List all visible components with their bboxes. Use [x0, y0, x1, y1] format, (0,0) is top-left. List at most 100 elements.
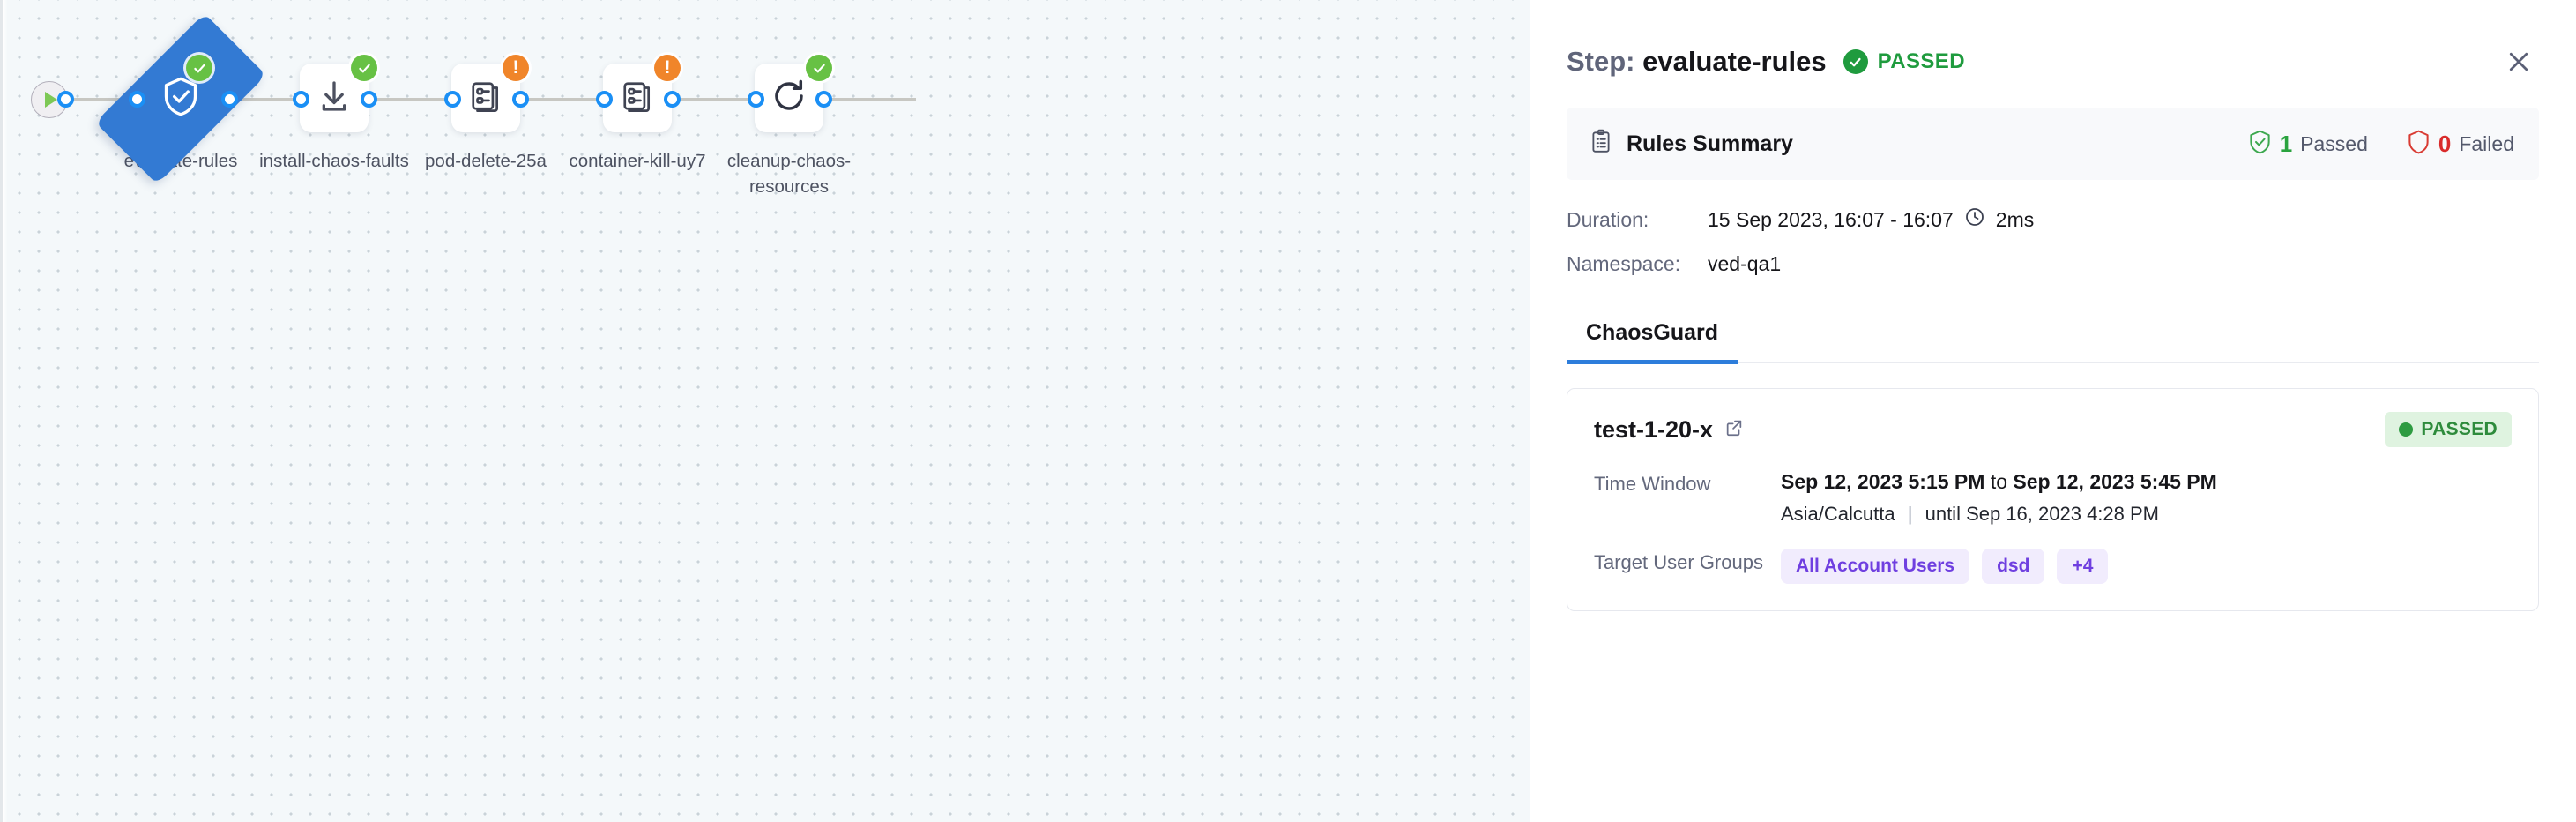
edge-connector — [66, 98, 144, 101]
duration-elapsed: 2ms — [1995, 207, 2035, 231]
time-window-range: Sep 12, 2023 5:15 PM to Sep 12, 2023 5:4… — [1781, 470, 2217, 494]
timezone-value: Asia/Calcutta — [1781, 503, 1895, 525]
panel-header: Step: evaluate-rules PASSED — [1530, 0, 2576, 88]
status-badge-passed — [351, 55, 377, 81]
node-label: container-kill-uy7 — [569, 151, 706, 171]
duration-value-group: 15 Sep 2023, 16:07 - 16:07 2ms — [1708, 206, 2034, 233]
node-container-kill-uy7[interactable]: ! — [603, 55, 681, 132]
rules-summary-title: Rules Summary — [1590, 129, 1793, 160]
port-dot[interactable] — [664, 91, 681, 108]
node-cleanup-chaos-resources[interactable] — [755, 55, 832, 132]
port-dot[interactable] — [221, 91, 238, 108]
passed-count-group: 1 Passed — [2248, 129, 2368, 160]
chaos-fault-icon — [469, 78, 503, 118]
node-install-chaos-faults[interactable] — [300, 55, 377, 132]
result-card-header: test-1-20-x PASSED — [1594, 412, 2512, 447]
rules-summary-bar: Rules Summary 1 Passed — [1567, 108, 2539, 180]
target-groups-row: Target User Groups All Account Users dsd… — [1594, 549, 2512, 584]
failed-label: Failed — [2459, 131, 2514, 155]
separator: | — [1907, 503, 1913, 525]
status-badge-passed — [186, 55, 212, 81]
result-status-badge: PASSED — [2385, 412, 2512, 447]
status-badge: PASSED — [1877, 49, 1965, 73]
port-dot[interactable] — [293, 91, 309, 108]
target-groups-label: Target User Groups — [1594, 551, 1763, 573]
time-window-to: Sep 12, 2023 5:45 PM — [2013, 470, 2217, 493]
tab-chaosguard[interactable]: ChaosGuard — [1567, 311, 1738, 364]
chip-item[interactable]: dsd — [1982, 549, 2045, 584]
refresh-icon — [771, 78, 808, 119]
port-dot[interactable] — [596, 91, 613, 108]
node-label: cleanup-chaos-resources — [726, 151, 852, 197]
edge-connector — [828, 98, 916, 101]
time-window-joiner: to — [1990, 470, 2007, 493]
node-evaluate-rules[interactable] — [95, 13, 266, 184]
namespace-row: Namespace: ved-qa1 — [1567, 252, 2539, 276]
passed-label: Passed — [2300, 131, 2368, 155]
chip-item[interactable]: All Account Users — [1781, 549, 1970, 584]
time-window-meta: Asia/Calcutta | until Sep 16, 2023 4:28 … — [1781, 503, 2217, 526]
clipboard-icon — [1590, 129, 1612, 160]
step-prefix-label: Step: — [1567, 46, 1635, 77]
external-link-icon[interactable] — [1724, 416, 1744, 444]
time-window-label: Time Window — [1594, 473, 1711, 495]
shield-check-icon — [2248, 129, 2272, 160]
exclamation-icon: ! — [512, 56, 519, 78]
passed-count: 1 — [2279, 130, 2293, 157]
chip-overflow[interactable]: +4 — [2057, 549, 2109, 584]
pipeline-graph: evaluate-rules install-chaos-faults — [3, 0, 1530, 822]
namespace-label: Namespace: — [1567, 252, 1681, 275]
play-icon — [45, 92, 57, 108]
chaosguard-result-card: test-1-20-x PASSED Time Window — [1567, 388, 2539, 611]
pipeline-canvas[interactable]: evaluate-rules install-chaos-faults — [0, 0, 1530, 822]
edge-connector — [525, 98, 613, 101]
result-name-group: test-1-20-x — [1594, 416, 1744, 444]
failed-count-group: 0 Failed — [2407, 129, 2514, 160]
step-name: evaluate-rules — [1642, 46, 1827, 77]
edge-connector — [223, 98, 311, 101]
port-dot[interactable] — [512, 91, 529, 108]
port-dot[interactable] — [748, 91, 764, 108]
port-dot[interactable] — [129, 91, 145, 108]
until-value: until Sep 16, 2023 4:28 PM — [1925, 503, 2160, 525]
failed-count: 0 — [2438, 130, 2452, 157]
chaos-fault-icon — [621, 78, 654, 118]
time-window-row: Time Window Sep 12, 2023 5:15 PM to Sep … — [1594, 470, 2512, 526]
rules-counts: 1 Passed 0 Failed — [2248, 129, 2514, 160]
check-circle-icon — [1843, 49, 1868, 74]
status-dot-icon — [2399, 422, 2414, 437]
time-window-values: Sep 12, 2023 5:15 PM to Sep 12, 2023 5:4… — [1781, 470, 2217, 526]
step-meta: Duration: 15 Sep 2023, 16:07 - 16:07 2ms… — [1530, 180, 2576, 295]
port-dot[interactable] — [57, 91, 74, 108]
status-badge-warning: ! — [654, 55, 681, 81]
step-status-group: PASSED — [1843, 49, 1965, 74]
time-window-from: Sep 12, 2023 5:15 PM — [1781, 470, 1985, 493]
close-icon[interactable] — [2498, 41, 2539, 82]
result-status-label: PASSED — [2421, 419, 2498, 439]
node-pod-delete-25a[interactable]: ! — [451, 55, 529, 132]
step-details-panel: Step: evaluate-rules PASSED — [1530, 0, 2576, 822]
download-icon — [316, 78, 352, 119]
shield-icon — [2407, 129, 2431, 160]
port-dot[interactable] — [444, 91, 461, 108]
status-badge-passed — [806, 55, 832, 81]
port-dot[interactable] — [815, 91, 832, 108]
namespace-value: ved-qa1 — [1708, 252, 1782, 275]
edge-connector — [373, 98, 461, 101]
node-label: pod-delete-25a — [425, 151, 547, 171]
rules-summary-label: Rules Summary — [1627, 131, 1793, 156]
panel-tabs: ChaosGuard — [1567, 311, 2539, 364]
exclamation-icon: ! — [664, 56, 671, 78]
duration-row: Duration: 15 Sep 2023, 16:07 - 16:07 2ms — [1567, 206, 2539, 233]
duration-value: 15 Sep 2023, 16:07 - 16:07 — [1708, 207, 1954, 231]
target-groups-chips: All Account Users dsd +4 — [1781, 549, 2109, 584]
edge-connector — [676, 98, 764, 101]
result-name: test-1-20-x — [1594, 415, 1714, 443]
duration-label: Duration: — [1567, 207, 1649, 231]
node-label: install-chaos-faults — [259, 151, 409, 171]
clock-icon — [1964, 206, 1985, 233]
port-dot[interactable] — [361, 91, 377, 108]
page-title: Step: evaluate-rules — [1567, 46, 1827, 78]
shield-check-icon — [161, 76, 200, 123]
status-badge-warning: ! — [503, 55, 529, 81]
